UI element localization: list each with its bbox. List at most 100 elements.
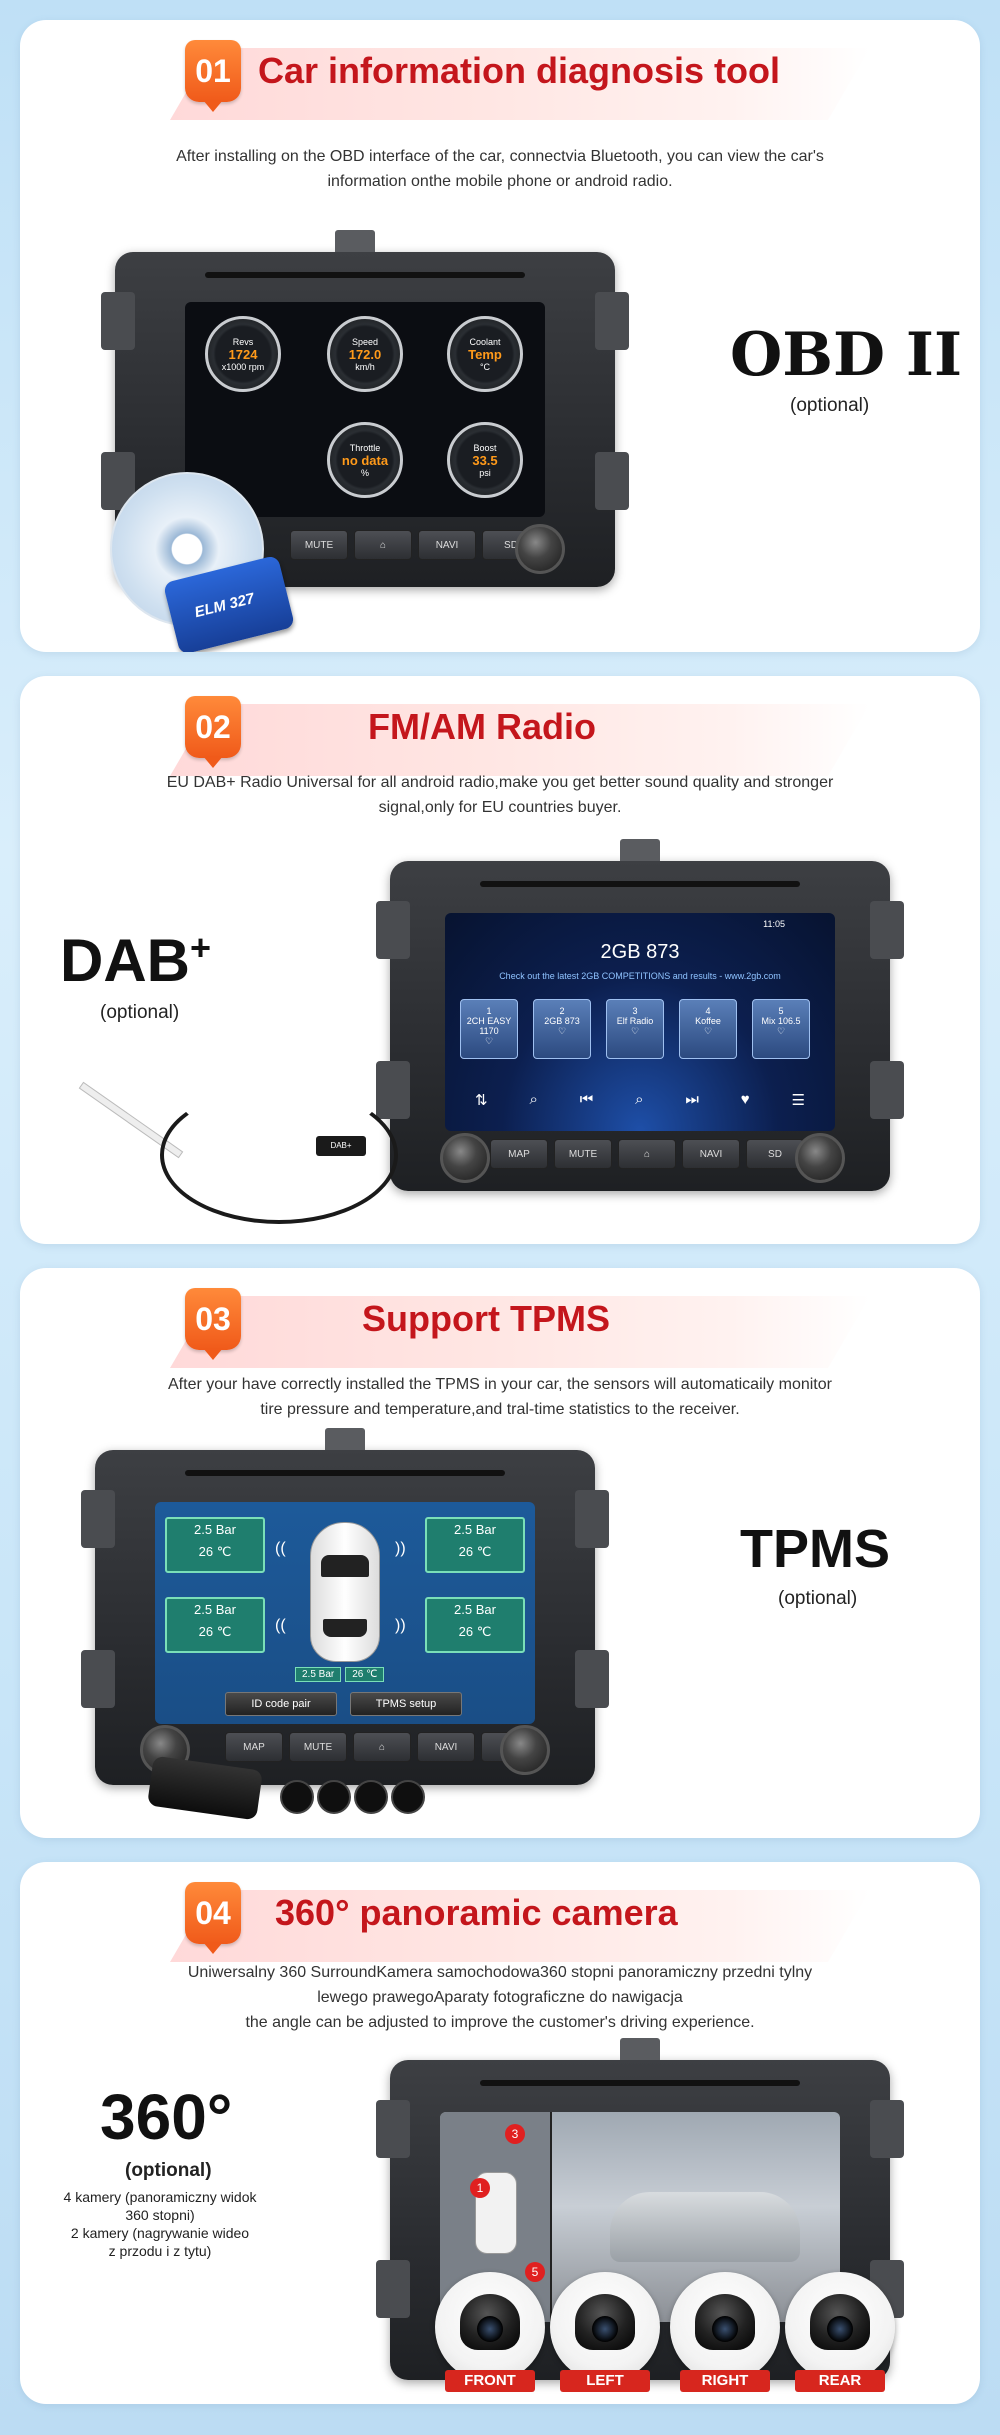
obd-heading: OBD II bbox=[730, 320, 963, 390]
side-tab bbox=[595, 292, 629, 350]
desc-line: Uniwersalny 360 SurroundKamera samochodo… bbox=[187, 1964, 813, 1981]
section-obd: 01 Car information diagnosis tool After … bbox=[20, 20, 980, 652]
seek-icon[interactable]: ⌕ bbox=[635, 1091, 644, 1108]
section-title: Car information diagnosis tool bbox=[258, 50, 781, 91]
car-topview-icon bbox=[310, 1522, 380, 1662]
front-camera-icon bbox=[435, 2272, 545, 2382]
side-tab bbox=[595, 452, 629, 510]
tpms-heading: TPMS bbox=[740, 1519, 891, 1579]
side-tab bbox=[376, 901, 410, 959]
head-unit: 11:05 2GB 873 Check out the latest 2GB C… bbox=[376, 839, 904, 1191]
cd-slot bbox=[480, 881, 800, 887]
camera-notes: 4 kamery (panoramiczny widok 360 stopni)… bbox=[63, 2189, 257, 2259]
dab-cable bbox=[160, 1086, 398, 1224]
scan-icon[interactable]: ⇅ bbox=[475, 1092, 488, 1109]
cd-slot bbox=[185, 1470, 505, 1476]
status-clock: 11:05 bbox=[763, 919, 785, 929]
section-title: 360° panoramic camera bbox=[275, 1892, 678, 1933]
navi-button[interactable]: NAVI bbox=[417, 1732, 475, 1762]
optional-label: (optional) bbox=[100, 1002, 180, 1023]
tpms-setup-button[interactable]: TPMS setup bbox=[350, 1692, 462, 1716]
desc-line: information onthe mobile phone or androi… bbox=[327, 173, 673, 190]
dab-heading: DAB+ bbox=[60, 927, 212, 994]
prev-icon[interactable]: ⏮ bbox=[579, 1091, 594, 1108]
desc-line: signal,only for EU countries buyer. bbox=[378, 799, 622, 816]
mute-button[interactable]: MUTE bbox=[554, 1139, 612, 1169]
right-knob[interactable] bbox=[500, 1725, 550, 1775]
marker-1: 1 bbox=[470, 2178, 490, 2198]
hardware-buttons: MAP MUTE ⌂ NAVI SD bbox=[490, 1139, 804, 1169]
section-title: FM/AM Radio bbox=[368, 706, 596, 747]
side-tab bbox=[376, 1061, 410, 1119]
camera-label-left: LEFT bbox=[560, 2370, 650, 2392]
side-tab bbox=[101, 292, 135, 350]
cd-slot bbox=[480, 2080, 800, 2086]
tpms-sensor bbox=[317, 1780, 351, 1814]
hardware-buttons: MAP MUTE ⌂ NAVI SD bbox=[225, 1732, 539, 1762]
map-button[interactable]: MAP bbox=[225, 1732, 283, 1762]
section-title: Support TPMS bbox=[362, 1298, 610, 1339]
side-tab bbox=[870, 2100, 904, 2158]
section-description: EU DAB+ Radio Universal for all android … bbox=[100, 770, 900, 820]
camera-360-heading: 360° bbox=[100, 2081, 233, 2153]
home-button[interactable]: ⌂ bbox=[353, 1732, 411, 1762]
navi-button[interactable]: NAVI bbox=[682, 1139, 740, 1169]
next-icon[interactable]: ⏭ bbox=[685, 1091, 699, 1108]
right-knob[interactable] bbox=[795, 1133, 845, 1183]
list-icon[interactable]: ☰ bbox=[791, 1092, 805, 1109]
signal-icon: (( bbox=[275, 1540, 286, 1557]
section-description: After installing on the OBD interface of… bbox=[100, 144, 900, 194]
desc-line: After installing on the OBD interface of… bbox=[176, 148, 824, 165]
sd-button[interactable]: SD bbox=[746, 1139, 804, 1169]
mount-bracket bbox=[620, 2038, 660, 2060]
navi-button[interactable]: NAVI bbox=[418, 530, 476, 560]
search-icon[interactable]: ⌕ bbox=[529, 1091, 538, 1108]
side-tab bbox=[870, 901, 904, 959]
title-banner bbox=[170, 704, 870, 776]
section-dab: 02 FM/AM Radio EU DAB+ Radio Universal f… bbox=[20, 676, 980, 1244]
id-code-pair-button[interactable]: ID code pair bbox=[225, 1692, 337, 1716]
mount-bracket bbox=[335, 230, 375, 252]
section-number-badge: 04 bbox=[185, 1882, 241, 1954]
home-button[interactable]: ⌂ bbox=[354, 530, 412, 560]
adapter-label: ELM 327 bbox=[192, 590, 257, 622]
volume-knob[interactable] bbox=[515, 524, 565, 574]
spare-readout: 2.5 Bar 26 ℃ bbox=[295, 1667, 385, 1682]
cd-slot bbox=[205, 272, 525, 278]
signal-icon: (( bbox=[275, 1617, 286, 1634]
marker-5: 5 bbox=[525, 2262, 545, 2282]
mute-button[interactable]: MUTE bbox=[289, 1732, 347, 1762]
title-banner bbox=[170, 1296, 870, 1368]
signal-icon: )) bbox=[395, 1540, 406, 1557]
section-number-badge: 02 bbox=[185, 696, 241, 768]
mute-button[interactable]: MUTE bbox=[290, 530, 348, 560]
dab-screen: 11:05 2GB 873 Check out the latest 2GB C… bbox=[445, 913, 835, 1131]
home-button[interactable]: ⌂ bbox=[618, 1139, 676, 1169]
station-ticker: Check out the latest 2GB COMPETITIONS an… bbox=[499, 971, 781, 981]
side-tab bbox=[81, 1490, 115, 1548]
side-tab bbox=[870, 1061, 904, 1119]
section-description: Uniwersalny 360 SurroundKamera samochodo… bbox=[100, 1960, 900, 2035]
left-knob[interactable] bbox=[440, 1133, 490, 1183]
desc-line: EU DAB+ Radio Universal for all android … bbox=[166, 774, 834, 791]
section-description: After your have correctly installed the … bbox=[100, 1372, 900, 1422]
map-button[interactable]: MAP bbox=[490, 1139, 548, 1169]
section-360-camera: 04 360° panoramic camera Uniwersalny 360… bbox=[20, 1862, 980, 2404]
mount-bracket bbox=[620, 839, 660, 861]
heart-icon[interactable]: ♥ bbox=[740, 1091, 750, 1108]
mount-bracket bbox=[325, 1428, 365, 1450]
marker-3: 3 bbox=[505, 2124, 525, 2144]
tpms-sensor bbox=[391, 1780, 425, 1814]
